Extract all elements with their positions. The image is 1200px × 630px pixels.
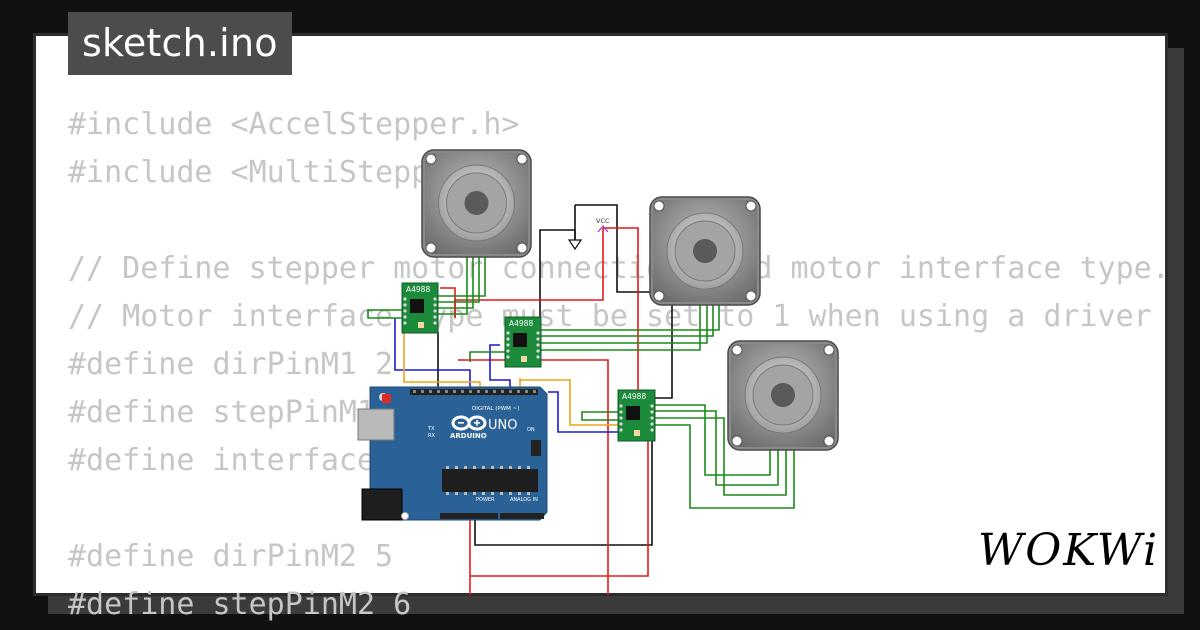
wire-coil — [541, 302, 714, 337]
code-line: #define stepPinM2 6 — [68, 587, 412, 622]
driver-label: A4988 — [406, 285, 430, 294]
wokwi-logo-text: WOKWi — [978, 525, 1159, 576]
wire-coil — [655, 417, 787, 496]
vcc-label: VCC — [596, 217, 610, 225]
code-panel: #include <AccelStepper.h>#include <Multi… — [33, 33, 1170, 622]
gnd-symbol — [567, 230, 583, 251]
file-tab[interactable]: sketch.ino — [68, 12, 292, 75]
wire-coil — [469, 351, 505, 362]
wire-vcc — [470, 440, 649, 577]
a4988-driver-3: A4988 — [617, 389, 656, 442]
wire-coil — [655, 424, 795, 509]
wokwi-logo: WOKWi — [978, 525, 1157, 576]
wire-step — [520, 379, 618, 426]
wire-dir — [394, 318, 471, 390]
wire-coil — [655, 410, 779, 486]
on-label: ON — [527, 427, 535, 433]
rx-label: RX — [428, 433, 435, 439]
code-line: #define stepPinM1 3 — [68, 395, 412, 430]
a4988-driver-1: A4988 — [401, 282, 439, 334]
wire-coil — [541, 302, 701, 351]
wire-dir — [489, 344, 511, 390]
model-label: UNO — [488, 418, 517, 433]
power-header — [440, 513, 498, 519]
a4988-driver-2: A4988 — [504, 316, 542, 368]
driver-label: A4988 — [509, 319, 533, 328]
driver-label: A4988 — [622, 392, 646, 401]
wire-step — [403, 330, 481, 390]
power-jack — [361, 488, 403, 521]
icsp-header — [531, 440, 541, 456]
analog-header — [500, 513, 544, 519]
wire-coil — [581, 411, 619, 421]
wire-coil — [655, 404, 771, 476]
wire-coil — [438, 248, 480, 303]
analog-label: ANALOG IN — [510, 497, 538, 503]
stepper-motor-2 — [649, 196, 761, 306]
brand-label: ARDUINO — [450, 432, 487, 440]
digital-header — [410, 389, 538, 395]
atmega-chip — [442, 469, 538, 492]
wire-dir — [548, 391, 618, 433]
code-line: #define dirPinM1 2 — [68, 347, 394, 382]
arduino-logo — [451, 415, 487, 431]
wire-coil — [438, 248, 468, 315]
tx-label: TX — [427, 426, 435, 432]
wire-vcc — [603, 227, 639, 392]
reset-button — [382, 394, 391, 403]
wire-coil — [541, 302, 708, 344]
stepper-motor-3 — [727, 340, 839, 451]
vcc-symbol: VCC — [596, 217, 610, 233]
code-line: #define dirPinM2 5 — [68, 539, 394, 574]
wire-coil — [438, 248, 486, 297]
code-line: #include <AccelStepper.h> — [68, 107, 520, 142]
power-label: POWER — [476, 497, 495, 503]
wire-gnd — [539, 205, 576, 330]
wire-coil — [438, 248, 474, 309]
wire-coil — [367, 309, 402, 319]
wire-gnd — [575, 204, 673, 399]
usb-port — [357, 408, 395, 441]
arduino-uno: DIGITAL (PWM ~) TX RX ON ARDUINO UNO POW… — [357, 386, 548, 521]
digital-label: DIGITAL (PWM ~) — [472, 406, 519, 412]
wire-coil — [541, 302, 720, 331]
stepper-motor-1 — [421, 149, 532, 258]
